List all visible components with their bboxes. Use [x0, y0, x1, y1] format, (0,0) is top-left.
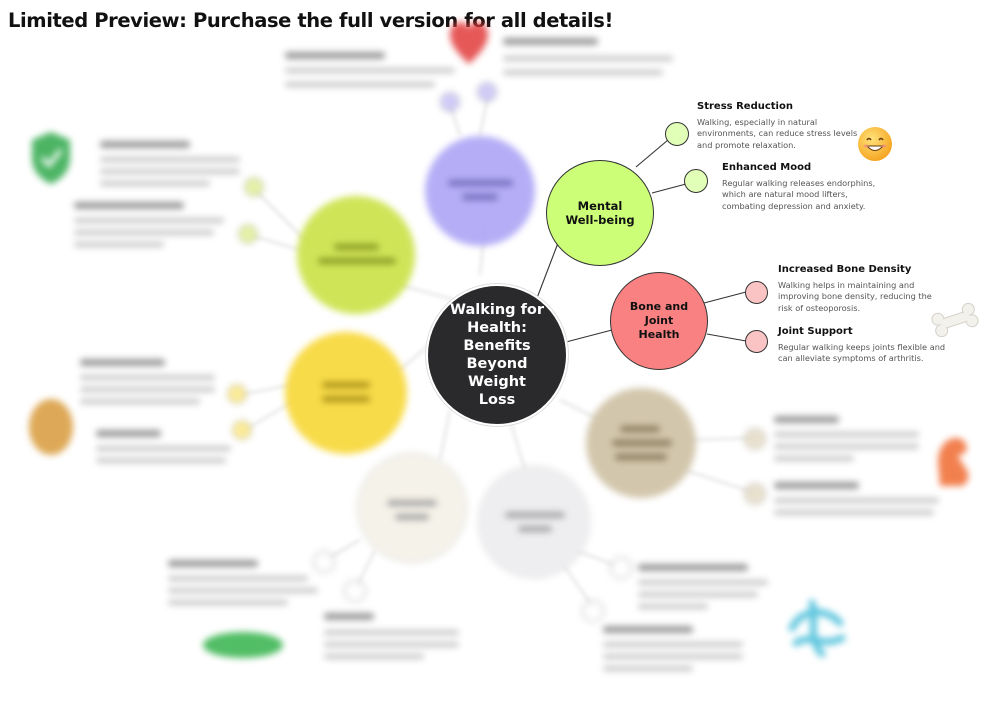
mental-wellbeing-node: Mental Well-being — [546, 160, 654, 266]
digestive-circle — [357, 453, 467, 563]
bone-joint-node: Bone and Joint Health — [610, 272, 708, 370]
respiratory-dot-1 — [610, 557, 632, 579]
enhanced-mood-dot — [684, 169, 708, 193]
stress-reduction-detail: Stress Reduction Walking, especially in … — [697, 101, 867, 151]
muscle-dot-1 — [744, 428, 766, 450]
respiratory-dot-2 — [582, 600, 604, 622]
shield-icon — [30, 130, 72, 186]
heart-icon — [448, 20, 490, 66]
center-topic: Walking for Health: Benefits Beyond Weig… — [426, 284, 568, 426]
stress-reduction-text: Walking, especially in natural environme… — [697, 117, 858, 150]
stress-reduction-dot — [665, 122, 689, 146]
cardio-dot-2 — [477, 82, 497, 102]
mental-wellbeing-label: Mental Well-being — [565, 198, 635, 227]
center-topic-label: Walking for Health: Benefits Beyond Weig… — [449, 301, 545, 409]
digestive-dot-2 — [344, 580, 366, 602]
bone-icon — [928, 300, 982, 340]
cognitive-dot-2 — [232, 420, 252, 440]
bone-density-dot — [745, 281, 768, 304]
respiratory-circle — [478, 466, 590, 578]
smiley-icon — [856, 125, 894, 163]
immune-dot-1 — [244, 177, 264, 197]
joint-support-title: Joint Support — [778, 326, 853, 337]
brain-icon — [26, 396, 76, 458]
lungs-icon — [782, 598, 850, 658]
stress-reduction-title: Stress Reduction — [697, 101, 793, 112]
joint-support-text: Regular walking keeps joints flexible an… — [778, 342, 946, 364]
muscle-dot-2 — [744, 483, 766, 505]
bone-density-text: Walking helps in maintaining and improvi… — [778, 280, 932, 313]
enhanced-mood-title: Enhanced Mood — [722, 162, 812, 173]
digestive-dot-1 — [313, 551, 335, 573]
immune-dot-2 — [238, 224, 258, 244]
cardio-dot-1 — [440, 92, 460, 112]
muscle-icon — [930, 432, 974, 488]
enhanced-mood-detail: Enhanced Mood Regular walking releases e… — [722, 162, 887, 212]
bone-density-detail: Increased Bone Density Walking helps in … — [778, 264, 946, 314]
muscle-circle — [586, 388, 696, 498]
stomach-icon — [200, 628, 286, 662]
cognitive-dot-1 — [227, 384, 247, 404]
joint-support-detail: Joint Support Regular walking keeps join… — [778, 326, 946, 365]
bone-joint-label: Bone and Joint Health — [629, 300, 689, 341]
joint-support-dot — [745, 330, 768, 353]
cognitive-circle — [285, 332, 407, 454]
enhanced-mood-text: Regular walking releases endorphins, whi… — [722, 178, 876, 211]
immune-circle — [297, 196, 415, 314]
cardiovascular-circle — [425, 136, 535, 246]
bone-density-title: Increased Bone Density — [778, 264, 912, 275]
